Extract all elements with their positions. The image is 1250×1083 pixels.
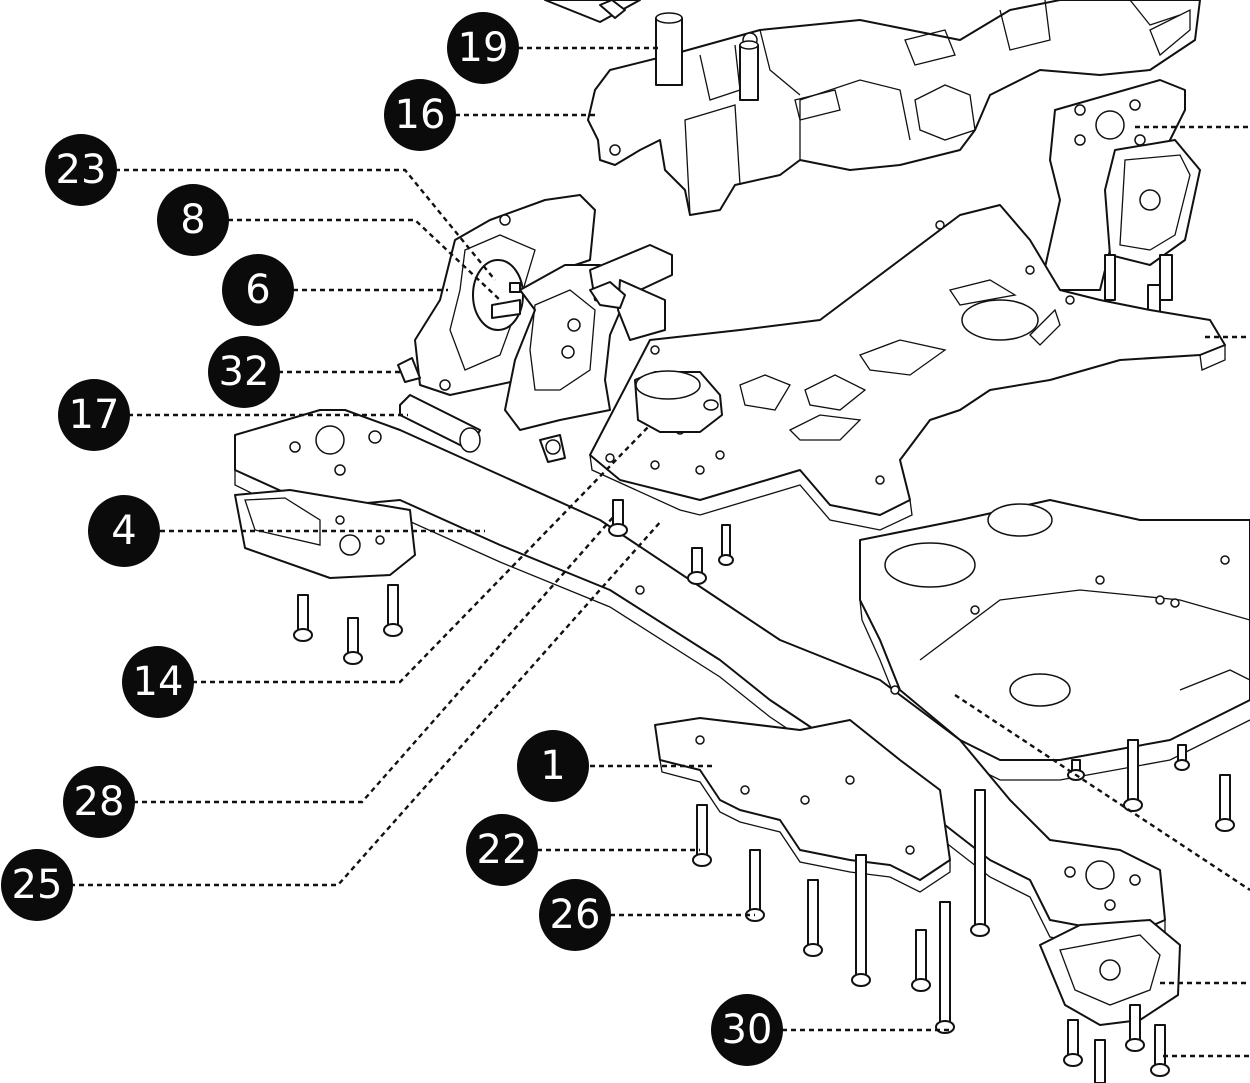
callout-badge-23: 23 (45, 134, 117, 206)
leader-lines (70, 46, 1250, 1058)
screw (293, 594, 313, 642)
svg-text:26: 26 (550, 892, 601, 938)
svg-text:28: 28 (74, 779, 125, 825)
callout-badge-26: 26 (539, 879, 611, 951)
bottom-plate (654, 717, 951, 893)
callout-badge-14: 14 (122, 646, 194, 718)
leader-8 (228, 218, 501, 301)
leader-right-diag (954, 693, 1250, 892)
screw (343, 617, 363, 665)
callout-badge-28: 28 (63, 766, 135, 838)
screw (687, 547, 707, 585)
svg-text:19: 19 (458, 25, 509, 71)
screw (1123, 739, 1143, 812)
screw (1063, 1019, 1083, 1067)
callout-badge-6: 6 (222, 254, 294, 326)
callout-badge-4: 4 (88, 495, 160, 567)
standoff-and-ring (399, 370, 723, 453)
callout-badge-30: 30 (711, 994, 783, 1066)
screw (608, 499, 628, 537)
camera-mount-assembly (397, 194, 673, 463)
svg-text:1: 1 (540, 743, 565, 789)
callout-badge-25: 25 (1, 849, 73, 921)
leader-28 (133, 514, 616, 804)
screw (692, 804, 712, 867)
screws (293, 499, 1235, 1083)
screw (383, 584, 403, 637)
callout-badge-16: 16 (384, 79, 456, 151)
screw (1150, 1024, 1170, 1077)
screw (745, 849, 765, 922)
right-motor-guard (1039, 919, 1181, 1026)
callout-badge-22: 22 (466, 814, 538, 886)
screw (970, 789, 990, 937)
screw (1125, 1004, 1145, 1052)
svg-text:22: 22 (477, 827, 528, 873)
svg-text:6: 6 (245, 267, 270, 313)
screw (718, 524, 734, 566)
callout-badge-17: 17 (58, 379, 130, 451)
svg-text:25: 25 (12, 862, 63, 908)
right-arm-upper (1039, 79, 1201, 319)
screw (803, 879, 823, 957)
callout-badge-19: 19 (447, 12, 519, 84)
svg-text:4: 4 (111, 508, 136, 554)
screw (1094, 1039, 1106, 1083)
screw (1215, 774, 1235, 832)
svg-text:17: 17 (69, 392, 120, 438)
top-housing-part (544, 0, 1201, 216)
callout-badge-8: 8 (157, 184, 229, 256)
screw (851, 854, 871, 987)
leader-14 (192, 424, 651, 684)
screw (935, 901, 955, 1034)
svg-text:32: 32 (219, 349, 270, 395)
callout-badge-32: 32 (208, 336, 280, 408)
svg-text:23: 23 (56, 147, 107, 193)
main-center-plate (589, 204, 1226, 531)
leader-23 (115, 168, 496, 281)
svg-text:8: 8 (180, 197, 205, 243)
screw (911, 929, 931, 992)
screw (1174, 744, 1190, 771)
svg-text:14: 14 (133, 659, 184, 705)
svg-text:30: 30 (722, 1007, 773, 1053)
svg-text:16: 16 (395, 92, 446, 138)
left-motor-guard (234, 489, 416, 579)
callout-badge-1: 1 (517, 730, 589, 802)
lower-large-plate (859, 499, 1250, 781)
